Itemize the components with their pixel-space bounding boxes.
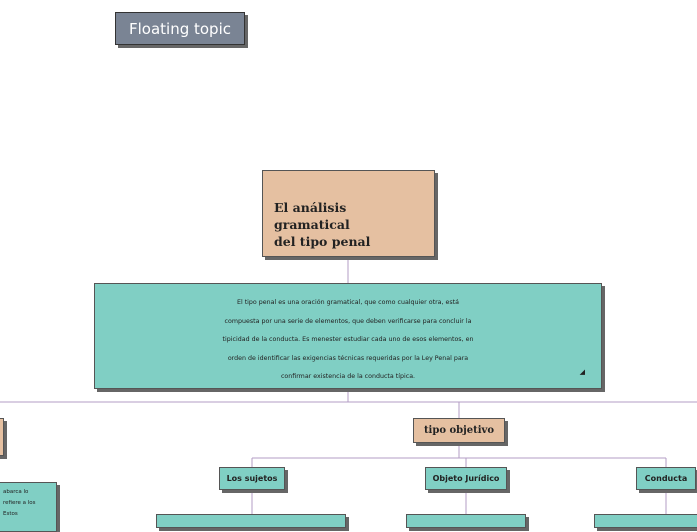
tipo-objetivo-topic[interactable]: tipo objetivo bbox=[413, 418, 505, 443]
connector-lines bbox=[0, 257, 697, 514]
floating-topic-label: Floating topic bbox=[128, 19, 231, 38]
description-line: compuesta por una serie de elementos, qu… bbox=[224, 317, 472, 325]
los-sujetos-detail-topic[interactable] bbox=[156, 514, 346, 528]
left-description-line: abarca lo bbox=[3, 489, 29, 495]
description-line: orden de identificar las exigencias técn… bbox=[227, 354, 469, 362]
objeto-juridico-detail-topic[interactable] bbox=[406, 514, 526, 528]
description-topic[interactable]: El tipo penal es una oración gramatical,… bbox=[94, 283, 602, 389]
left-description-topic[interactable]: abarca lo refiere a los Estos bbox=[0, 482, 57, 532]
child-topic-objeto-juridico[interactable]: Objeto Jurídico bbox=[425, 467, 507, 490]
main-topic-line-2: del tipo penal bbox=[274, 234, 371, 249]
main-topic[interactable]: El análisis gramatical del tipo penal bbox=[262, 170, 435, 257]
child-topic-label: Objeto Jurídico bbox=[432, 474, 500, 483]
description-line: tipicidad de la conducta. Es menester es… bbox=[222, 336, 474, 343]
child-topic-label: Los sujetos bbox=[226, 474, 278, 483]
description-line: confirmar existencia de la conducta típi… bbox=[280, 373, 416, 380]
child-topic-conducta[interactable]: Conducta bbox=[636, 467, 696, 490]
description-line: El tipo penal es una oración gramatical,… bbox=[236, 299, 460, 306]
left-description-line: Estos bbox=[3, 511, 18, 517]
conducta-detail-topic[interactable] bbox=[594, 514, 697, 528]
child-topic-label: Conducta bbox=[644, 474, 688, 483]
tipo-objetivo-label: tipo objetivo bbox=[423, 425, 495, 436]
floating-topic[interactable]: Floating topic bbox=[115, 12, 245, 45]
left-description-line: refiere a los bbox=[3, 500, 36, 506]
left-subtopic[interactable] bbox=[0, 418, 4, 456]
resize-handle-icon[interactable]: ◢ bbox=[579, 367, 585, 376]
main-topic-line-1: El análisis gramatical bbox=[274, 200, 350, 232]
child-topic-los-sujetos[interactable]: Los sujetos bbox=[219, 467, 285, 490]
